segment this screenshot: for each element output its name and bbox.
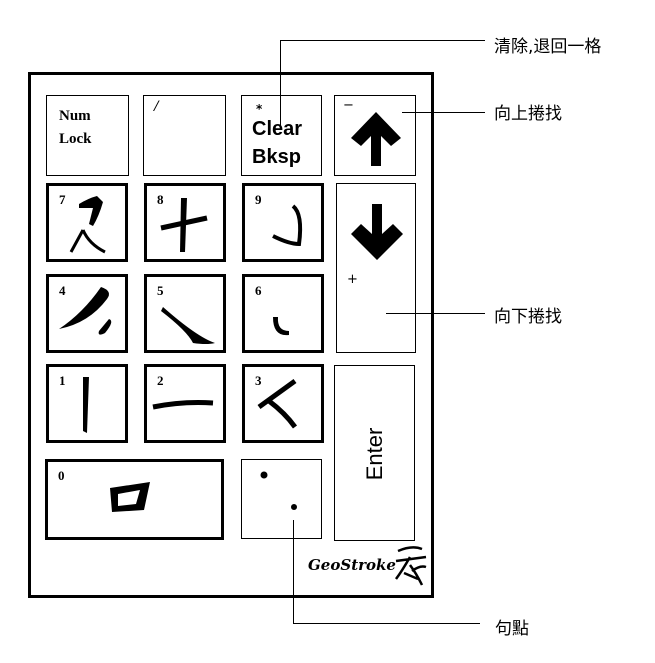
callout-clear: 清除,退回一格 xyxy=(494,37,602,57)
scroll-down-key[interactable]: + xyxy=(336,183,416,353)
stroke-9-icon xyxy=(272,204,303,247)
numlock-label-2: Lock xyxy=(59,131,92,147)
stroke-1-icon xyxy=(83,377,89,433)
stroke-key-6[interactable]: 6 xyxy=(242,274,324,353)
callout-line-period-h xyxy=(293,623,480,624)
stroke-6-icon xyxy=(273,317,289,336)
digit-5: 5 xyxy=(157,283,164,298)
digit-2: 2 xyxy=(157,373,164,388)
digit-0: 0 xyxy=(58,468,65,483)
arrow-up-icon xyxy=(351,112,401,166)
digit-6: 6 xyxy=(255,283,262,298)
stroke-key-9[interactable]: 9 xyxy=(242,183,324,262)
enter-key[interactable]: Enter xyxy=(334,365,415,541)
numlock-label-1: Num xyxy=(59,108,91,124)
scroll-up-key[interactable]: − xyxy=(334,95,416,176)
callout-scroll-down: 向下捲找 xyxy=(494,307,562,327)
stroke-4-icon xyxy=(59,287,112,335)
plus-mark: + xyxy=(347,272,358,287)
stroke-3-icon xyxy=(257,378,298,429)
digit-1: 1 xyxy=(59,373,66,388)
callout-line-period-v xyxy=(293,520,294,624)
digit-9: 9 xyxy=(255,192,262,207)
backspace-label: Bksp xyxy=(252,146,301,168)
numlock-key[interactable]: Num Lock xyxy=(46,95,129,176)
arrow-down-icon xyxy=(351,204,403,260)
stroke-key-4[interactable]: 4 xyxy=(46,274,128,353)
keypad-frame xyxy=(28,72,434,598)
stroke-key-8[interactable]: 8 xyxy=(144,183,226,262)
digit-7: 7 xyxy=(59,192,66,207)
digit-4: 4 xyxy=(59,283,66,298)
callout-period: 句點 xyxy=(495,619,529,639)
clear-label: Clear xyxy=(252,118,303,140)
callout-line-down xyxy=(386,313,485,314)
stroke-7-icon xyxy=(69,196,106,254)
logo-glyph-icon xyxy=(394,546,427,586)
stroke-8-icon xyxy=(160,198,208,252)
period-key[interactable] xyxy=(241,459,322,539)
period-dots-icon xyxy=(260,471,297,510)
stroke-key-5[interactable]: 5 xyxy=(144,274,226,353)
stroke-5-icon xyxy=(161,307,215,344)
clear-mark: * xyxy=(256,102,263,116)
stroke-2-icon xyxy=(152,400,214,410)
stroke-key-3[interactable]: 3 xyxy=(242,364,324,443)
minus-mark: − xyxy=(343,98,354,113)
callout-scroll-up: 向上捲找 xyxy=(494,104,562,124)
stroke-key-2[interactable]: 2 xyxy=(144,364,226,443)
callout-line-clear-v xyxy=(280,40,281,128)
geostroke-logo: GeoStroke xyxy=(308,556,396,574)
enter-label: Enter xyxy=(362,427,387,481)
stroke-0-icon xyxy=(110,482,150,512)
callout-line-clear-h xyxy=(280,40,485,41)
slash-label: / xyxy=(154,98,159,115)
clear-backspace-key[interactable]: * Clear Bksp xyxy=(241,95,322,176)
callout-line-up xyxy=(402,112,485,113)
digit-8: 8 xyxy=(157,192,164,207)
slash-key[interactable]: / xyxy=(143,95,226,176)
stroke-key-1[interactable]: 1 xyxy=(46,364,128,443)
stroke-key-7[interactable]: 7 xyxy=(46,183,128,262)
digit-3: 3 xyxy=(255,373,262,388)
stroke-key-0[interactable]: 0 xyxy=(45,459,224,540)
